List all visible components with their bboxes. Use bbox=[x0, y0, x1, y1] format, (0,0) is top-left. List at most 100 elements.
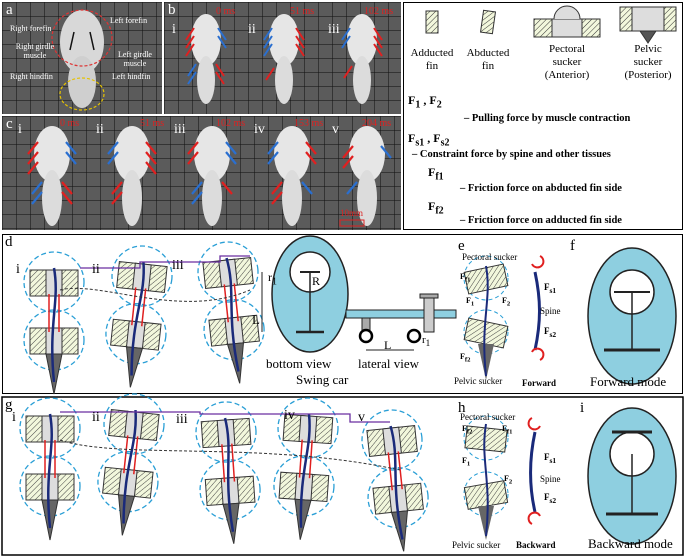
abducted-fin-icon bbox=[479, 9, 497, 35]
fish-c-v bbox=[342, 126, 392, 226]
panel-b-photo: b i 0 ms ii 51 ms iii 102 ms bbox=[164, 2, 401, 114]
ann-right-hindfin: Right hindfin bbox=[10, 72, 53, 81]
robot-g-iii bbox=[192, 398, 265, 548]
ann-right-girdle: Right girdle muscle bbox=[15, 42, 55, 60]
robot-d-ii bbox=[99, 241, 177, 392]
c-time-ii: 51 ms bbox=[140, 118, 165, 129]
g-roman-v: v bbox=[358, 410, 365, 425]
legend-ff2-symbol: Ff2 bbox=[428, 199, 444, 217]
legend-fs-desc: – Constraint force by spine and other ti… bbox=[412, 149, 611, 160]
robot-g-ii bbox=[91, 389, 169, 540]
b-roman-iii: iii bbox=[328, 22, 340, 37]
panel-h-diagram bbox=[463, 415, 541, 540]
fish-c-iv bbox=[267, 126, 317, 226]
panel-c-label: c bbox=[6, 116, 13, 132]
bottom-view-label: bottom view bbox=[266, 356, 332, 371]
d-roman-ii: ii bbox=[92, 262, 100, 277]
c-roman-i: i bbox=[18, 122, 22, 137]
legend-f1-f2-symbol: F1 , F2 bbox=[408, 93, 442, 111]
fish-b-ii bbox=[263, 14, 305, 104]
lateral-view-car bbox=[345, 293, 457, 351]
bottom-view-car bbox=[261, 235, 349, 353]
g-roman-ii: ii bbox=[92, 410, 100, 425]
legend-ff1-desc: – Friction force on abducted fin side bbox=[460, 183, 622, 194]
lateral-view-label: lateral view bbox=[358, 356, 419, 371]
fish-b-iii bbox=[341, 14, 383, 104]
g-roman-iii: iii bbox=[176, 412, 188, 427]
panel-f-label: f bbox=[570, 238, 575, 254]
panel-g-label: g bbox=[5, 397, 13, 413]
h-force-ff1: Ff1 bbox=[502, 424, 513, 436]
fish-b-i bbox=[185, 14, 227, 104]
panel-a-photo: a Right forefin Left forefin Right girdl… bbox=[2, 2, 162, 114]
e-force-fs1: Fs1 bbox=[544, 282, 557, 295]
fish-outline-a bbox=[51, 9, 113, 111]
fish-sequence-b bbox=[185, 14, 383, 104]
legend-f1-f2-desc: – Pulling force by muscle contraction bbox=[464, 113, 631, 124]
dim-r1: r1 bbox=[268, 270, 277, 288]
c-time-iv: 153 ms bbox=[294, 118, 324, 129]
f-mode-label: Forward mode bbox=[590, 374, 667, 389]
c-time-v: 204 ms bbox=[362, 118, 392, 129]
e-force-ff2: Ff2 bbox=[460, 352, 471, 364]
panel-f-car bbox=[587, 247, 677, 385]
e-pelvic-label: Pelvic sucker bbox=[454, 376, 503, 386]
i-mode-label: Backward mode bbox=[588, 536, 673, 551]
robot-g-i bbox=[18, 396, 82, 542]
fish-c-iii bbox=[187, 126, 237, 226]
ann-left-girdle: Left girdle muscle bbox=[118, 50, 152, 68]
e-pectoral-label: Pectoral sucker bbox=[462, 252, 518, 262]
adducted-fin-icon bbox=[425, 10, 439, 34]
h-pelvic-label: Pelvic sucker bbox=[452, 540, 501, 550]
dim-R: R bbox=[312, 274, 321, 288]
legend-fs-symbol: Fs1 , Fs2 bbox=[408, 131, 450, 149]
ann-left-forefin: Left forefin bbox=[110, 16, 148, 25]
e-force-fs2: Fs2 bbox=[544, 326, 557, 339]
panel-e-diagram bbox=[463, 255, 545, 380]
c-roman-ii: ii bbox=[96, 122, 104, 137]
legend-ff1-symbol: Ff1 bbox=[428, 165, 444, 183]
c-roman-iii: iii bbox=[174, 122, 186, 137]
dim-L: L bbox=[252, 312, 260, 327]
robot-g-iv bbox=[269, 394, 342, 544]
panel-c-photo: c i 0 ms ii 51 ms iii bbox=[2, 116, 401, 230]
h-force-fs1: Fs1 bbox=[544, 452, 557, 465]
pelvic-sucker-icon bbox=[619, 6, 677, 44]
d-roman-iii: iii bbox=[172, 258, 184, 273]
d-roman-i: i bbox=[16, 262, 20, 277]
legend-icons bbox=[425, 5, 677, 44]
fish-c-ii bbox=[107, 126, 157, 226]
e-direction-label: Forward bbox=[522, 378, 556, 388]
b-time-iii: 102 ms bbox=[364, 6, 394, 17]
g-dashed-path bbox=[59, 439, 401, 471]
lat-L: L bbox=[384, 338, 392, 352]
e-force-f2: F2 bbox=[502, 296, 511, 308]
c-roman-iv: iv bbox=[254, 122, 265, 137]
pectoral-sucker-icon bbox=[533, 5, 601, 38]
panel-b-label: b bbox=[168, 2, 176, 18]
h-pectoral-label: Pectoral sucker bbox=[460, 412, 516, 422]
e-spine-label: Spine bbox=[540, 306, 561, 316]
panel-i-car bbox=[587, 407, 677, 545]
panel-a-label: a bbox=[6, 2, 13, 18]
h-direction-label: Backward bbox=[516, 540, 556, 550]
h-force-ff2: Ff2 bbox=[462, 424, 473, 436]
c-time-i: 0 ms bbox=[60, 118, 80, 129]
b-roman-i: i bbox=[172, 22, 176, 37]
c-roman-v: v bbox=[332, 122, 339, 137]
g-roman-i: i bbox=[12, 410, 16, 425]
ann-right-forefin: Right forefin bbox=[10, 24, 52, 33]
frame-row-def bbox=[2, 234, 683, 394]
lat-r1: r1 bbox=[422, 334, 431, 349]
fish-sequence-c bbox=[27, 126, 392, 227]
d-dashed-path bbox=[59, 287, 251, 302]
robot-g-v bbox=[357, 405, 435, 556]
ann-left-hindfin: Left hindfin bbox=[112, 72, 151, 81]
e-force-ff1: Ff1 bbox=[460, 272, 471, 284]
